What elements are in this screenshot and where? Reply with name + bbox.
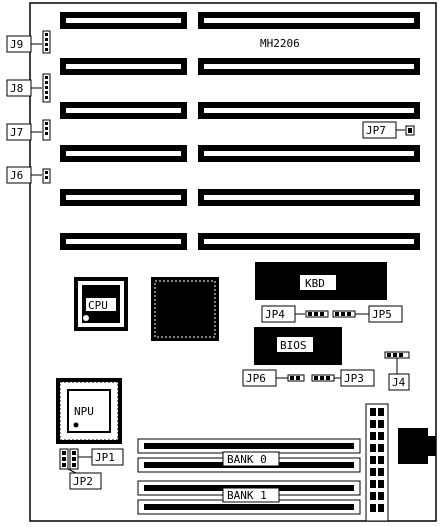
cpu-label: CPU: [88, 299, 108, 312]
bank-0-label: BANK 0: [227, 453, 267, 466]
jumper-jp4: JP4: [261, 305, 329, 323]
jumper-j6: J6: [6, 166, 51, 184]
npu-socket: NPU: [56, 378, 122, 444]
memory-bank-0: BANK 0: [137, 438, 361, 473]
svg-text:J8: J8: [10, 82, 23, 95]
svg-text:JP7: JP7: [366, 124, 386, 137]
jumper-jp3: JP3: [311, 369, 375, 387]
jumper-jp5: JP5: [332, 305, 403, 323]
chipset-chip: [151, 277, 219, 341]
bank-1-label: BANK 1: [227, 489, 267, 502]
jumper-jp2: JP2: [67, 468, 102, 490]
bios-label: BIOS: [280, 339, 307, 352]
expansion-slots-right: [198, 12, 420, 250]
expansion-slots-left: [60, 12, 187, 250]
svg-text:J6: J6: [10, 169, 23, 182]
bios-chip: BIOS: [254, 327, 342, 365]
kbd-chip: KBD: [255, 262, 387, 300]
kbd-label: KBD: [305, 277, 325, 290]
svg-text:J7: J7: [10, 126, 23, 139]
svg-text:JP6: JP6: [246, 372, 266, 385]
board-model-label: MH2206: [260, 37, 300, 50]
cpu-chip: CPU: [74, 277, 128, 331]
svg-text:JP1: JP1: [95, 451, 115, 464]
jumper-jp7: JP7: [362, 121, 415, 139]
jumper-j9: J9: [6, 30, 51, 54]
power-connector: [365, 403, 389, 522]
jumper-j7: J7: [6, 119, 51, 141]
memory-bank-1: BANK 1: [137, 480, 361, 515]
svg-text:JP2: JP2: [73, 475, 93, 488]
npu-label: NPU: [74, 405, 94, 418]
svg-text:J9: J9: [10, 38, 23, 51]
jumper-j4: J4: [384, 351, 410, 391]
svg-text:JP5: JP5: [372, 308, 392, 321]
svg-text:JP3: JP3: [344, 372, 364, 385]
jumper-j8: J8: [6, 73, 51, 103]
jumper-jp6: JP6: [242, 369, 305, 387]
jumper-jp1: JP1: [59, 448, 124, 470]
svg-text:JP4: JP4: [265, 308, 285, 321]
svg-text:J4: J4: [392, 376, 406, 389]
keyboard-connector: [398, 428, 436, 464]
